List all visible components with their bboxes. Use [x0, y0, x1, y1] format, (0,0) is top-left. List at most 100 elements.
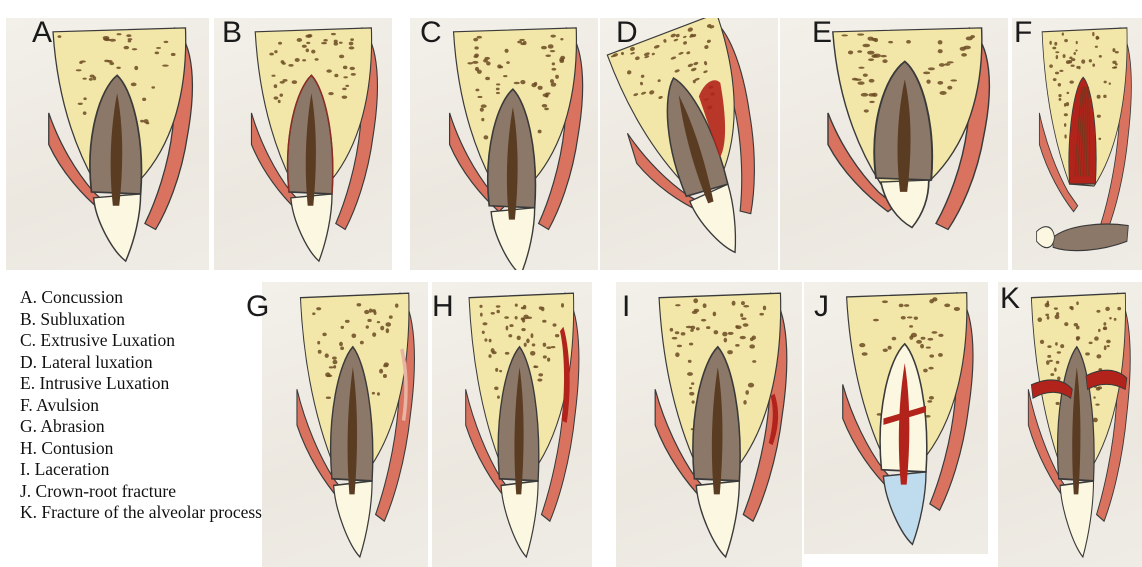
- bone-trabecula: [481, 118, 484, 121]
- bone-trabecula: [1052, 47, 1056, 50]
- bone-trabecula: [923, 369, 928, 373]
- bone-trabecula: [1109, 82, 1111, 85]
- bone-trabecula: [1093, 418, 1098, 423]
- bone-trabecula: [496, 305, 501, 307]
- bone-trabecula: [923, 71, 930, 74]
- bone-trabecula: [743, 323, 749, 327]
- bone-trabecula: [675, 304, 681, 306]
- bone-trabecula: [479, 305, 482, 308]
- bone-trabecula: [372, 309, 376, 312]
- illustration-K: [998, 282, 1142, 567]
- bone-trabecula: [474, 55, 479, 58]
- legend-item: J. Crown-root fracture: [20, 481, 262, 503]
- bone-trabecula: [372, 392, 375, 395]
- bone-trabecula: [857, 33, 864, 35]
- bone-trabecula: [1053, 78, 1057, 81]
- legend-item: C. Extrusive Luxation: [20, 330, 262, 352]
- bone-trabecula: [509, 324, 513, 327]
- bone-trabecula: [914, 316, 918, 319]
- bone-trabecula: [1074, 323, 1078, 326]
- panel-K: K: [998, 282, 1142, 567]
- bone-trabecula: [317, 341, 320, 345]
- bone-trabecula: [505, 352, 510, 355]
- bone-trabecula: [672, 337, 678, 340]
- panel-E: E: [780, 18, 1008, 270]
- bone-trabecula: [862, 352, 868, 355]
- bone-trabecula: [109, 39, 116, 42]
- bone-trabecula: [295, 58, 300, 62]
- bone-trabecula: [687, 372, 693, 376]
- bone-trabecula: [1099, 55, 1102, 58]
- bone-trabecula: [372, 332, 376, 336]
- bone-trabecula: [1055, 51, 1059, 53]
- bone-trabecula: [312, 312, 315, 315]
- bone-trabecula: [325, 353, 329, 357]
- bone-trabecula: [323, 39, 327, 42]
- bone-trabecula: [366, 325, 369, 328]
- illustration-A: [6, 18, 209, 270]
- bone-trabecula: [481, 104, 487, 108]
- bone-trabecula: [504, 316, 509, 319]
- bone-trabecula: [1068, 60, 1072, 64]
- illustration-B: [214, 18, 392, 270]
- bone-trabecula: [316, 307, 321, 310]
- panel-G: [262, 282, 428, 567]
- bone-trabecula: [1096, 310, 1100, 313]
- bone-trabecula: [345, 320, 350, 323]
- bone-trabecula: [151, 86, 155, 88]
- bone-trabecula: [551, 68, 556, 71]
- panel-B: B: [214, 18, 392, 270]
- bone-trabecula: [543, 355, 547, 358]
- bone-trabecula: [1114, 318, 1117, 321]
- bone-trabecula: [555, 75, 559, 79]
- bone-trabecula: [916, 340, 922, 344]
- bone-trabecula: [367, 319, 371, 322]
- bone-trabecula: [701, 319, 706, 322]
- bone-trabecula: [520, 80, 525, 84]
- bone-trabecula: [351, 73, 356, 76]
- bone-trabecula: [1059, 70, 1063, 72]
- bone-trabecula: [857, 50, 862, 53]
- bone-trabecula: [1085, 352, 1090, 355]
- bone-trabecula: [495, 368, 498, 372]
- illustration-D: [600, 18, 778, 270]
- bone-trabecula: [326, 69, 331, 72]
- bone-trabecula: [862, 44, 870, 48]
- bone-trabecula: [351, 334, 356, 338]
- bone-trabecula: [752, 360, 756, 363]
- bone-trabecula: [89, 78, 93, 81]
- legend-item: K. Fracture of the alveolar process: [20, 502, 262, 524]
- bone-trabecula: [343, 76, 347, 78]
- tooth-drawing: [49, 28, 193, 261]
- bone-trabecula: [689, 343, 693, 346]
- bone-trabecula: [538, 86, 543, 90]
- bone-trabecula: [944, 304, 950, 308]
- bone-trabecula: [927, 400, 932, 403]
- bone-trabecula: [560, 38, 563, 40]
- bone-trabecula: [559, 58, 564, 62]
- bone-trabecula: [735, 325, 738, 328]
- bone-trabecula: [548, 44, 554, 48]
- bone-trabecula: [1092, 63, 1095, 66]
- bone-trabecula: [741, 317, 746, 320]
- bone-trabecula: [763, 306, 766, 311]
- bone-trabecula: [306, 48, 309, 52]
- bone-trabecula: [954, 307, 960, 311]
- bone-trabecula: [1054, 307, 1058, 309]
- legend-item: E. Intrusive Luxation: [20, 373, 262, 395]
- bone-trabecula: [880, 55, 886, 58]
- bone-trabecula: [873, 54, 881, 58]
- bone-trabecula: [369, 308, 372, 312]
- bone-trabecula: [675, 331, 680, 334]
- bone-trabecula: [551, 35, 556, 38]
- bone-trabecula: [383, 374, 387, 378]
- bone-trabecula: [491, 312, 495, 315]
- legend-item: D. Lateral luxation: [20, 352, 262, 374]
- bone-trabecula: [1076, 336, 1080, 340]
- bone-trabecula: [350, 38, 354, 41]
- bone-trabecula: [377, 392, 380, 395]
- bone-trabecula: [484, 338, 487, 341]
- bone-trabecula: [484, 135, 489, 139]
- bone-trabecula: [79, 61, 82, 64]
- bone-trabecula: [482, 331, 485, 334]
